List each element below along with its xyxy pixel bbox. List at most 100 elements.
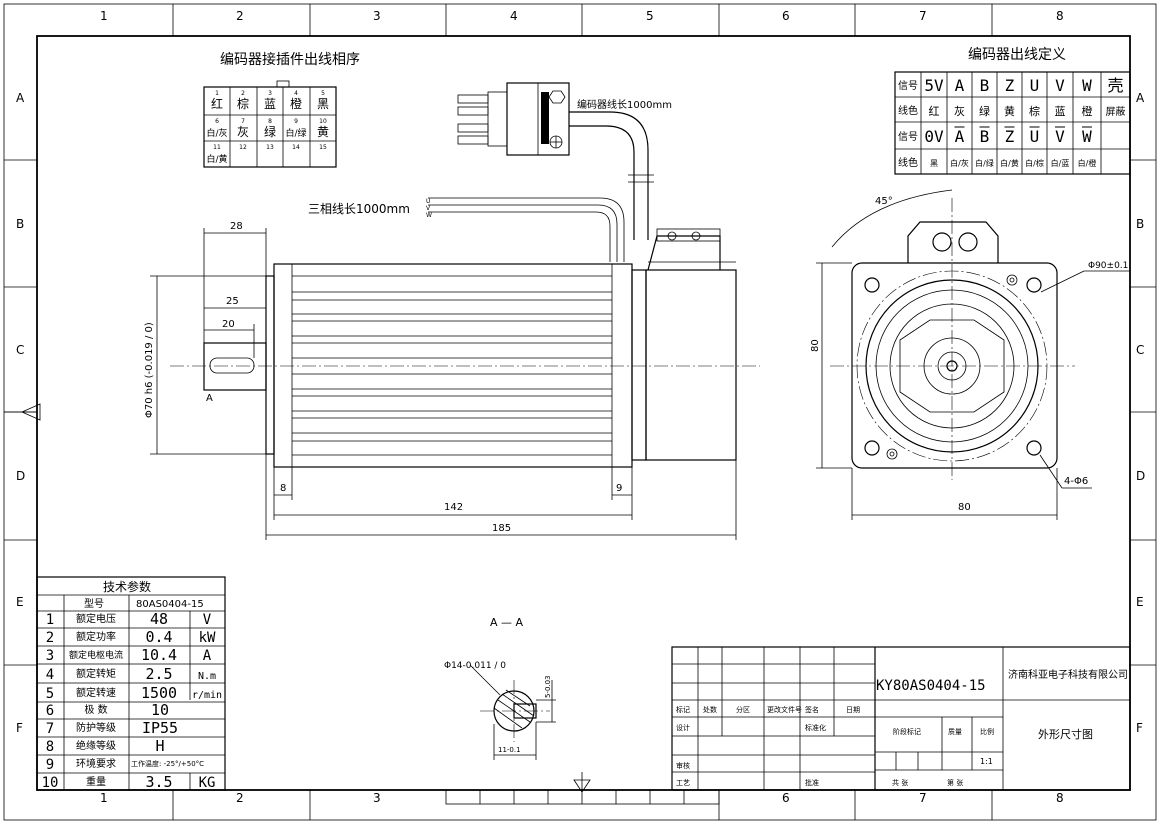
param-name-2: 额定功率 bbox=[76, 630, 116, 643]
row-label-f-r: F bbox=[1136, 721, 1143, 735]
pin-color-9: 白/绿 bbox=[285, 127, 306, 139]
tb-stage: 阶段标记 bbox=[893, 727, 921, 736]
tb-sheet: 第 张 bbox=[947, 778, 963, 787]
enc-row1-cell-6: W bbox=[1082, 76, 1092, 95]
col-label-4: 4 bbox=[510, 9, 518, 23]
enc-row1-cell-0: 5V bbox=[924, 76, 944, 95]
pin-number-6: 6 bbox=[215, 118, 219, 125]
enc-row4-cell-0: 黑 bbox=[930, 159, 938, 168]
param-value-8: H bbox=[155, 737, 164, 755]
param-value-7: IP55 bbox=[142, 719, 178, 737]
tb-total: 共 张 bbox=[892, 778, 908, 787]
pin-color-1: 红 bbox=[211, 96, 223, 111]
param-name-5: 额定转速 bbox=[76, 686, 116, 699]
pin-number-2: 2 bbox=[241, 90, 245, 97]
enc-row1-cell-4: U bbox=[1030, 76, 1040, 95]
phase-cable: U V W 三相线长1000mm bbox=[308, 197, 625, 262]
param-no-10: 10 bbox=[42, 775, 59, 791]
dim-9: 9 bbox=[616, 483, 622, 494]
dim-28: 28 bbox=[230, 221, 243, 232]
col-label-1: 1 bbox=[100, 9, 108, 23]
dim-80-horizontal: 80 bbox=[958, 502, 971, 513]
rev-header-zone: 分区 bbox=[736, 705, 750, 714]
enc-row3-cell-2: B bbox=[980, 127, 990, 146]
tb-scale: 1:1 bbox=[980, 757, 993, 766]
pin-color-5: 黑 bbox=[317, 97, 329, 111]
motor-end-view bbox=[830, 189, 1075, 480]
tb-drawing-name: 外形尺寸图 bbox=[1038, 727, 1093, 741]
tb-company: 济南科亚电子科技有限公司 bbox=[1008, 668, 1128, 681]
rev-header-count: 处数 bbox=[703, 705, 717, 714]
col-label-7b: 7 bbox=[919, 791, 927, 805]
param-name-4: 额定转矩 bbox=[76, 667, 116, 680]
phase-cable-length: 三相线长1000mm bbox=[308, 202, 410, 216]
tb-model: KY80AS0404-15 bbox=[876, 678, 986, 694]
col-label-3: 3 bbox=[373, 9, 381, 23]
enc-row4-cell-6: 白/橙 bbox=[1078, 158, 1097, 168]
param-name-9: 环境要求 bbox=[76, 757, 116, 770]
param-value-2: 0.4 bbox=[145, 628, 172, 646]
enc-row3-cell-6: W bbox=[1082, 127, 1092, 146]
tb-check: 审核 bbox=[676, 761, 690, 770]
zone-ticks bbox=[4, 4, 1156, 820]
col-label-7: 7 bbox=[919, 9, 927, 23]
side-dimensions: 28 25 20 Φ70 h6 (-0.019 / 0) A 8 9 142 1… bbox=[144, 221, 737, 540]
enc-row1-label: 信号 bbox=[898, 80, 918, 92]
param-unit-2: kW bbox=[199, 630, 216, 646]
enc-row4-cell-4: 白/棕 bbox=[1025, 158, 1044, 168]
pin-number-11: 11 bbox=[213, 144, 221, 151]
tb-mass: 质量 bbox=[948, 727, 962, 736]
dim-holes: 4-Φ6 bbox=[1064, 476, 1088, 487]
phase-mark-v: V bbox=[426, 205, 431, 212]
tb-scale-label: 比例 bbox=[980, 727, 994, 736]
pin-color-2: 棕 bbox=[237, 96, 249, 111]
col-label-1b: 1 bbox=[100, 791, 108, 805]
key-height: 11-0.1 bbox=[498, 746, 521, 754]
enc-row3-cell-5: V bbox=[1055, 127, 1065, 146]
param-name-7: 防护等级 bbox=[76, 721, 116, 734]
pin-number-8: 8 bbox=[268, 118, 272, 125]
motor-side-view bbox=[170, 228, 760, 468]
row-label-a: A bbox=[16, 91, 25, 105]
pin-color-4: 橙 bbox=[290, 96, 302, 111]
param-no-4: 4 bbox=[46, 667, 54, 683]
pin-color-8: 绿 bbox=[264, 124, 276, 139]
param-unit-5: r/min bbox=[192, 690, 222, 701]
row-label-d-r: D bbox=[1136, 469, 1145, 483]
rev-header-date: 日期 bbox=[846, 706, 860, 714]
params-table: 技术参数 型号 80AS0404-15 bbox=[36, 576, 226, 791]
enc-row2-cell-4: 棕 bbox=[1029, 104, 1040, 118]
enc-row1-cell-1: A bbox=[955, 76, 965, 95]
param-name-3: 额定电枢电流 bbox=[69, 649, 123, 661]
param-value-5: 1500 bbox=[141, 684, 177, 702]
row-label-b-r: B bbox=[1136, 217, 1144, 231]
enc-row4-cell-5: 白/蓝 bbox=[1051, 158, 1070, 168]
param-value-1: 48 bbox=[150, 610, 168, 628]
dim-185: 185 bbox=[492, 523, 511, 534]
row-label-a-r: A bbox=[1136, 91, 1145, 105]
zone-labels: 1 2 3 4 5 6 7 8 1 2 3 6 7 8 A B C D E F … bbox=[16, 9, 1145, 805]
param-unit-4: N.m bbox=[198, 671, 216, 682]
pin-number-10: 10 bbox=[319, 118, 327, 125]
dim-shaft-dia: Φ70 h6 (-0.019 / 0) bbox=[144, 322, 155, 418]
enc-row4-label: 线色 bbox=[898, 156, 918, 169]
key-shaft-dia: Φ14-0.011 / 0 bbox=[444, 661, 506, 671]
col-label-5: 5 bbox=[646, 9, 654, 23]
connector-title: 编码器接插件出线相序 bbox=[220, 51, 360, 68]
row-label-e-r: E bbox=[1136, 595, 1144, 609]
enc-row2-cell-2: 绿 bbox=[979, 104, 990, 118]
row-label-b: B bbox=[16, 217, 24, 231]
param-value-9: 工作温度: -25°/+50°C bbox=[131, 759, 204, 768]
enc-row3-cell-1: A bbox=[955, 127, 965, 146]
param-value-4: 2.5 bbox=[145, 665, 172, 683]
col-label-8: 8 bbox=[1056, 9, 1064, 23]
pin-color-6: 白/灰 bbox=[206, 127, 227, 139]
dim-20: 20 bbox=[222, 319, 235, 330]
enc-row2-cell-6: 橙 bbox=[1082, 104, 1093, 118]
params-header-label: 型号 bbox=[84, 597, 104, 610]
dim-angle-45: 45° bbox=[875, 196, 893, 207]
row-label-c: C bbox=[16, 343, 24, 357]
